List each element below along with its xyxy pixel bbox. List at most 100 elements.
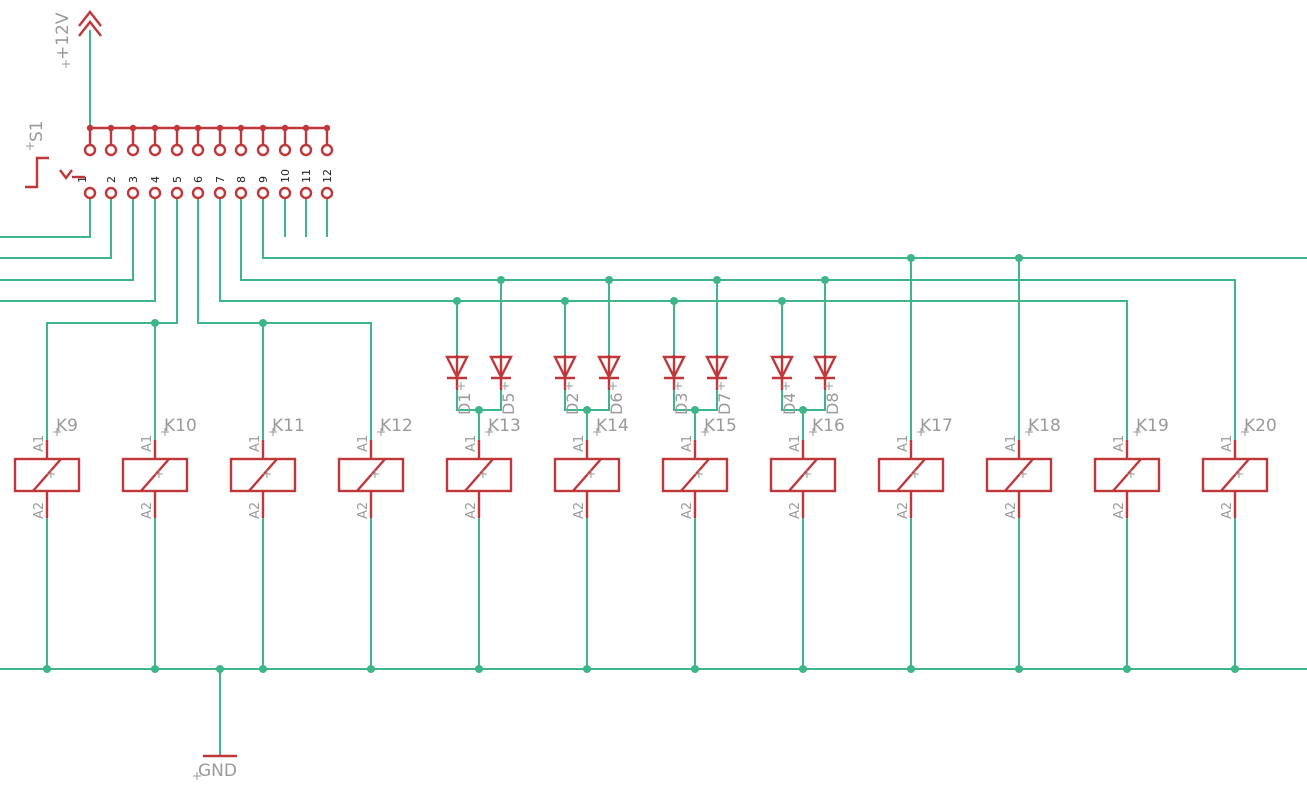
diode-label: D7: [715, 393, 734, 416]
relay-coil-slash: [896, 458, 926, 492]
diode-label: D4: [780, 393, 799, 416]
switch-pin-number: 4: [149, 176, 162, 183]
relay-name-label: K19: [1136, 416, 1169, 436]
junction-dot: [799, 406, 807, 414]
junction-dot: [605, 276, 613, 284]
junction-dot: [497, 276, 505, 284]
switch-pin-number: 5: [171, 176, 184, 183]
junction-dot: [583, 406, 591, 414]
relay-pin-a2: A2: [1004, 502, 1019, 519]
junction-dot: [475, 665, 483, 673]
wire-pin3: [0, 198, 134, 281]
relay-coil-icon: [121, 457, 189, 493]
switch-bottom-pad: [234, 186, 248, 200]
relay-pin-a1: A1: [896, 435, 911, 452]
switch-bus-node: [173, 124, 181, 132]
relay-coil-slash: [788, 458, 818, 492]
switch-pin-number: 3: [127, 176, 140, 183]
diode-icon: [770, 355, 794, 380]
switch-top-pad: [126, 143, 140, 157]
relay-name-label: K11: [272, 416, 305, 436]
relay-pin-a2: A2: [788, 502, 803, 519]
junction-dot: [583, 665, 591, 673]
switch-bottom-pad: [126, 186, 140, 200]
switch-bottom-pad: [213, 186, 227, 200]
relay-pin-a2: A2: [680, 502, 695, 519]
relay-pin-a1: A1: [680, 435, 695, 452]
switch-pin-number: 9: [257, 176, 270, 183]
relay-coil-icon: [553, 457, 621, 493]
junction-dot: [259, 319, 267, 327]
diode-icon: [597, 355, 621, 380]
switch-bottom-pad: [83, 186, 97, 200]
switch-bottom-pad: [278, 186, 292, 200]
relay-coil-slash: [1004, 458, 1034, 492]
relay-pin-a2: A2: [896, 502, 911, 519]
switch-top-pad: [234, 143, 248, 157]
junction-dot: [821, 276, 829, 284]
switch-bus-node: [86, 124, 94, 132]
diode-label: D3: [672, 393, 691, 416]
relay-coil-slash: [464, 458, 494, 492]
switch-top-pad: [256, 143, 270, 157]
relay-name-label: K20: [1244, 416, 1277, 436]
relay-name-label: K9: [56, 416, 78, 436]
relay-pin-a1: A1: [1004, 435, 1019, 452]
diode-label: D5: [499, 393, 518, 416]
relay-pin-a1: A1: [1112, 435, 1127, 452]
junction-dot: [561, 297, 569, 305]
ground-label: GND: [198, 761, 237, 781]
relay-pin-a2: A2: [572, 502, 587, 519]
relay-pin-a2: A2: [464, 502, 479, 519]
switch-bottom-pad: [299, 186, 313, 200]
relay-pin-a1: A1: [464, 435, 479, 452]
relay-pin-a1: A1: [788, 435, 803, 452]
relay-name-label: K16: [812, 416, 845, 436]
wires-layer: [0, 30, 1307, 755]
junction-dot: [453, 297, 461, 305]
wire-pin8: [240, 198, 1236, 459]
diode-label: D1: [455, 393, 474, 416]
junction-dot: [43, 665, 51, 673]
relay-pin-a1: A1: [356, 435, 371, 452]
junction-dot: [151, 319, 159, 327]
switch-bottom-pad: [148, 186, 162, 200]
diode-icon: [445, 355, 469, 380]
switch-bus-node: [216, 124, 224, 132]
relay-pin-a1: A1: [1220, 435, 1235, 452]
relay-coil-icon: [13, 457, 81, 493]
relay-pin-a2: A2: [32, 502, 47, 519]
junction-dot: [216, 665, 224, 673]
switch-pin-number: 2: [105, 176, 118, 183]
switch-pin-number: 7: [214, 176, 227, 183]
relay-name-label: K17: [920, 416, 953, 436]
relay-name-label: K18: [1028, 416, 1061, 436]
junction-dot: [778, 297, 786, 305]
switch-top-pad: [83, 143, 97, 157]
switch-bus-node: [302, 124, 310, 132]
switch-bus-node: [194, 124, 202, 132]
switch-bus-node: [129, 124, 137, 132]
relay-pin-a2: A2: [1220, 502, 1235, 519]
relay-name-label: K15: [704, 416, 737, 436]
power-arrow-icon: [78, 20, 102, 37]
relay-coil-icon: [1201, 457, 1269, 493]
relay-coil-icon: [1093, 457, 1161, 493]
switch-bus-node: [107, 124, 115, 132]
wire-pin9: [262, 198, 1307, 259]
switch-bus-node: [281, 124, 289, 132]
relay-pin-a1: A1: [248, 435, 263, 452]
switch-bottom-pad: [191, 186, 205, 200]
switch-top-pad: [104, 143, 118, 157]
switch-pin-number: 6: [192, 176, 205, 183]
switch-bottom-pad: [256, 186, 270, 200]
switch-name-label: S1: [27, 120, 47, 142]
switch-pin-number: 11: [300, 169, 313, 183]
junction-dot: [670, 297, 678, 305]
switch-top-pad: [320, 143, 334, 157]
relay-coil-slash: [356, 458, 386, 492]
switch-top-pad: [213, 143, 227, 157]
relay-pin-a2: A2: [1112, 502, 1127, 519]
